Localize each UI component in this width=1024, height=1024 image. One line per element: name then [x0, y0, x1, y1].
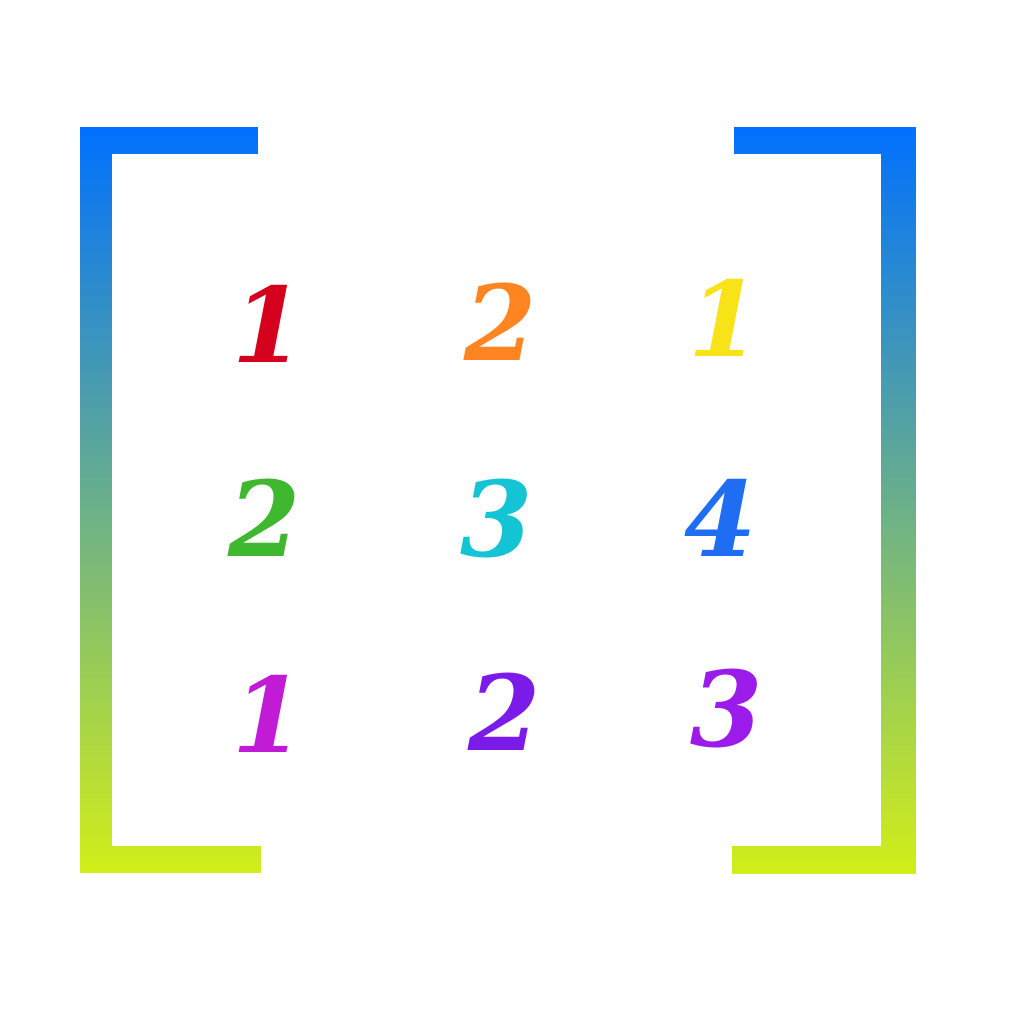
matrix-entry-r2c2: 3 — [459, 458, 533, 581]
matrix-entry-r3c2: 2 — [467, 652, 541, 775]
matrix-entry-r3c3: 3 — [689, 648, 763, 771]
matrix-entry-r2c3: 4 — [683, 458, 757, 581]
right-bracket-bottom-serif — [732, 846, 916, 874]
matrix-entry-r2c1: 2 — [227, 458, 301, 581]
right-bracket-top-serif — [734, 127, 916, 154]
matrix-entry-r3c1: 1 — [231, 654, 305, 777]
left-bracket-stem — [80, 127, 112, 873]
right-bracket-stem — [881, 127, 916, 873]
left-bracket-bottom-serif — [80, 846, 261, 873]
matrix-entry-r1c2: 2 — [463, 262, 537, 385]
matrix-entry-r1c3: 1 — [687, 258, 761, 381]
left-bracket-top-serif — [80, 127, 258, 154]
matrix-entry-r1c1: 1 — [231, 264, 305, 387]
